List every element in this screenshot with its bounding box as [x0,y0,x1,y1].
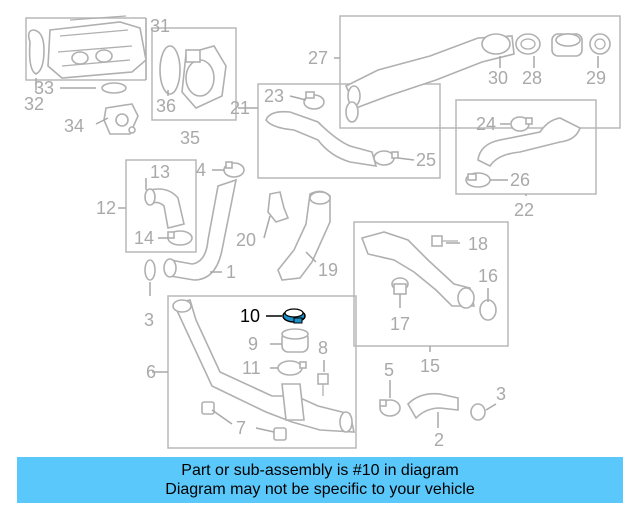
part-label-28: 28 [522,68,542,88]
o-ring-component [101,82,127,94]
part-label-16: 16 [478,266,498,286]
group-box-35 [151,27,237,121]
part-label-5: 5 [384,360,394,380]
part-label-19: 19 [318,260,338,280]
part-label-31: 31 [150,16,170,36]
hose-component [265,110,378,167]
parts-diagram: 31 32 33 34 35 36 27 30 28 29 21 23 25 2… [24,15,621,450]
banner-line-1: Part or sub-assembly is #10 in diagram [181,462,459,479]
part-label-24: 24 [476,114,496,134]
part-label-29: 29 [586,68,606,88]
part-label-3-left: 3 [144,310,154,330]
part-label-14: 14 [134,228,154,248]
pipe-assembly-component [172,299,356,433]
group-box-22 [455,99,597,195]
flange-component [103,103,139,135]
clamp-component [515,33,541,55]
part-label-33: 33 [34,78,54,98]
o-ring-component [144,259,156,281]
part-label-12: 12 [96,198,116,218]
o-ring-component [479,299,497,321]
part-label-9: 9 [248,334,258,354]
group-box-31 [25,17,147,81]
part-label-30: 30 [488,68,508,88]
group-box-27 [339,15,621,129]
part-label-27: 27 [308,48,328,68]
bracket-component [267,191,290,223]
elbow-hose-component [144,188,185,229]
hose-component [551,33,583,57]
banner-line-2: Diagram may not be specific to your vehi… [165,481,475,498]
part-label-23: 23 [264,86,284,106]
part-label-20: 20 [236,230,256,250]
part-label-3-right: 3 [496,384,506,404]
hose-component [281,328,309,353]
part-label-13: 13 [150,162,170,182]
clamp-component [465,172,491,188]
seal-component [159,45,181,95]
part-label-32: 32 [24,94,44,114]
clamp-component-10[interactable] [282,308,306,324]
part-label-22: 22 [514,200,534,220]
part-label-8: 8 [318,338,328,358]
leader-lines [35,56,599,433]
grommet-component [391,277,409,295]
part-label-15: 15 [420,356,440,376]
bolt-component [431,235,458,247]
part-label-36: 36 [156,96,176,116]
clamp-component [167,230,193,246]
clamp-component [589,33,611,55]
part-label-10[interactable]: 10 [240,306,260,326]
part-label-25: 25 [416,150,436,170]
grommet-component [201,401,287,441]
part-label-21: 21 [230,98,250,118]
group-box-6 [167,295,357,449]
pipe-component [360,231,475,309]
o-ring-component [470,403,486,421]
group-box-12 [125,159,197,253]
info-banner: Part or sub-assembly is #10 in diagram D… [17,457,623,503]
gasket-component [27,29,45,75]
part-label-11: 11 [242,358,261,378]
group-box-15 [353,221,509,347]
part-label-7: 7 [236,418,246,438]
manifold-component [47,15,147,79]
clamp-component [379,399,401,417]
clamp-component [303,91,325,110]
hose-component [477,117,581,168]
part-label-34: 34 [64,116,84,136]
throttle-body-component [181,45,227,109]
part-label-35: 35 [180,128,200,148]
part-label-1: 1 [226,262,236,282]
part-label-6: 6 [146,362,156,382]
part-label-4: 4 [196,160,206,180]
clamp-component [277,360,307,376]
clamp-component [510,116,533,132]
part-label-2: 2 [434,430,444,450]
part-label-17: 17 [390,314,410,334]
charge-pipe-component [344,33,515,123]
part-label-18: 18 [468,234,488,254]
bolt-component [317,373,329,396]
hose-component [407,392,459,420]
hose-component [163,178,238,281]
pipe-component [277,190,331,281]
clamp-component [373,150,399,166]
clamp-component [223,161,245,178]
part-label-26: 26 [510,170,530,190]
